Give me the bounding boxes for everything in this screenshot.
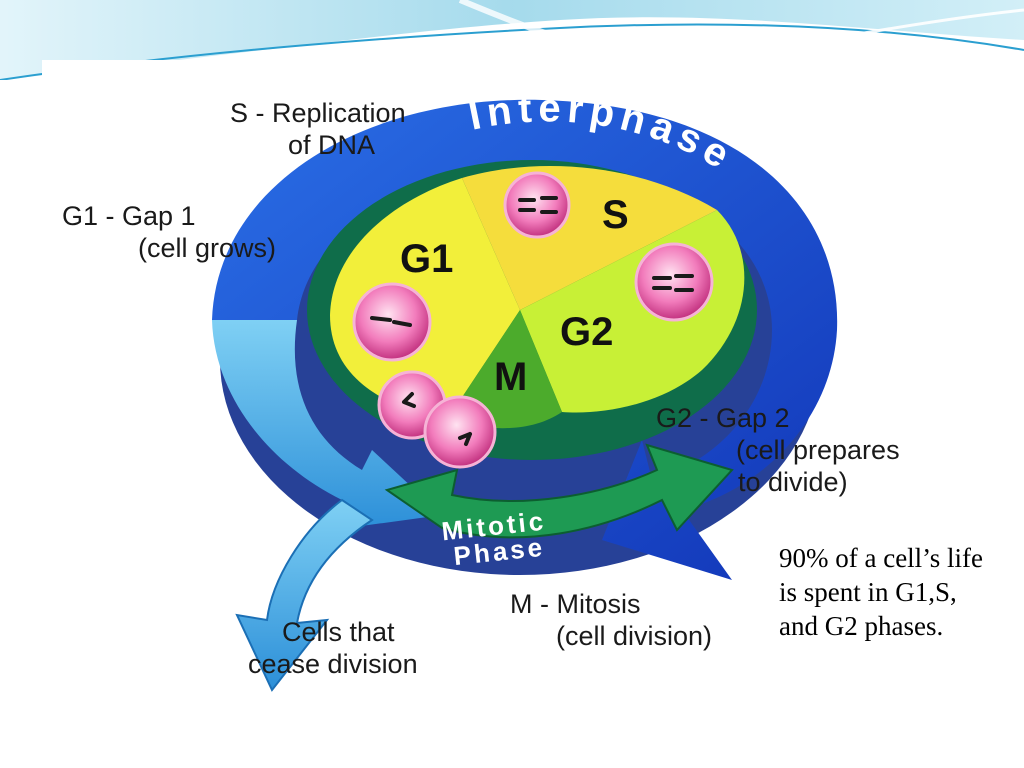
g1-callout-line2: (cell grows) xyxy=(138,233,277,263)
g1-segment xyxy=(330,178,520,420)
phase-label-g1: G1 xyxy=(400,237,453,281)
cell-s xyxy=(503,171,571,239)
m-callout-line1: M - Mitosis xyxy=(510,589,641,619)
s-callout-line1: S - Replication xyxy=(230,98,406,128)
cell-cycle-diagram: S G1 G2 M Interphase Mitotic Phase xyxy=(42,60,956,700)
cell-g2 xyxy=(634,242,714,322)
g1-callout-line1: G1 - Gap 1 xyxy=(62,201,196,231)
cell-dividing xyxy=(377,370,497,469)
phase-label-m: M xyxy=(494,355,527,399)
m-callout-line2: (cell division) xyxy=(556,621,713,651)
s-callout-line2: of DNA xyxy=(288,130,376,160)
slide-header-waves xyxy=(0,0,1024,80)
g2-callout-line3: to divide) xyxy=(738,467,848,497)
mitotic-arrow xyxy=(384,443,734,539)
phase-label-g2: G2 xyxy=(560,310,613,354)
g1-arrow-band xyxy=(212,320,442,530)
cease-callout-line2: cease division xyxy=(248,649,418,679)
cease-callout-line1: Cells that xyxy=(282,617,395,647)
g2-callout-line2: (cell prepares xyxy=(736,435,900,465)
cell-g1 xyxy=(352,282,432,362)
cease-division-arrow xyxy=(235,498,374,692)
cell-cycle-graphic: S G1 G2 M Interphase Mitotic Phase xyxy=(212,86,838,692)
m-segment xyxy=(447,310,562,429)
phase-label-s: S xyxy=(602,193,629,237)
g2-callout-line1: G2 - Gap 2 xyxy=(656,403,790,433)
slide-caption: 90% of a cell’s life is spent in G1,S, a… xyxy=(779,543,983,641)
